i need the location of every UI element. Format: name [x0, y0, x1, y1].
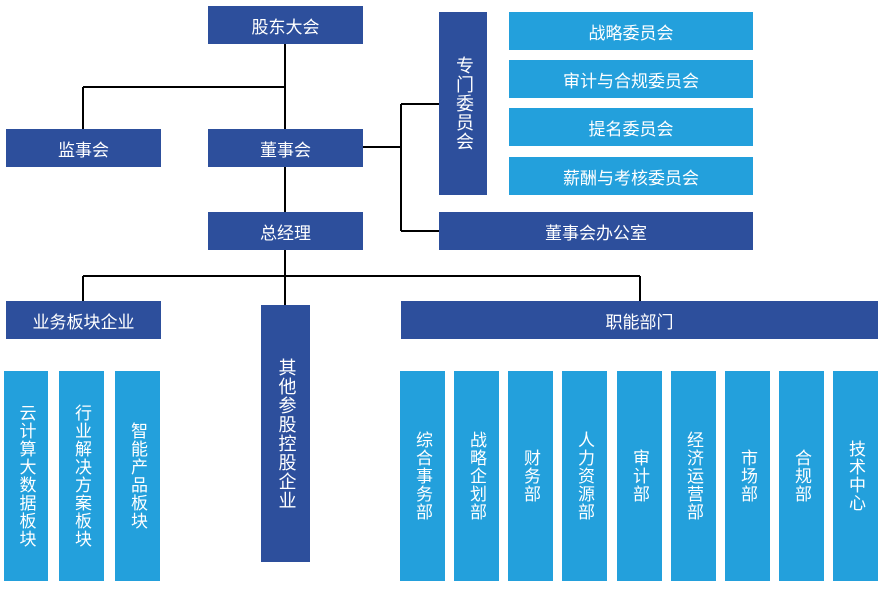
dept-economic-operations: 经济运营部: [671, 371, 716, 581]
other-holdings-node: 其他参股控股企业: [261, 305, 310, 562]
board-office-node: 董事会办公室: [439, 212, 753, 250]
dept-strategic-planning: 战略企划部: [454, 371, 499, 581]
supervisory-board-node: 监事会: [6, 129, 161, 167]
dept-technology-center: 技术中心: [833, 371, 878, 581]
audit-compliance-committee-node: 审计与合规委员会: [509, 60, 753, 98]
segment-industry-solutions: 行业解决方案板块: [59, 371, 104, 581]
dept-human-resources: 人力资源部: [562, 371, 607, 581]
functional-departments-node: 职能部门: [401, 301, 878, 339]
nomination-committee-node: 提名委员会: [509, 108, 753, 146]
dept-marketing: 市场部: [725, 371, 770, 581]
shareholders-meeting-node: 股东大会: [208, 6, 363, 44]
special-committees-node: 专门委员会: [439, 12, 487, 195]
dept-finance: 财务部: [508, 371, 553, 581]
general-manager-node: 总经理: [208, 212, 363, 250]
segment-cloud-bigdata: 云计算大数据板块: [4, 371, 48, 581]
remuneration-committee-node: 薪酬与考核委员会: [509, 157, 753, 195]
dept-audit: 审计部: [617, 371, 662, 581]
business-units-node: 业务板块企业: [6, 301, 161, 339]
strategy-committee-node: 战略委员会: [509, 12, 753, 50]
segment-smart-products: 智能产品板块: [115, 371, 160, 581]
board-of-directors-node: 董事会: [208, 129, 363, 167]
dept-compliance: 合规部: [779, 371, 824, 581]
dept-general-affairs: 综合事务部: [400, 371, 445, 581]
